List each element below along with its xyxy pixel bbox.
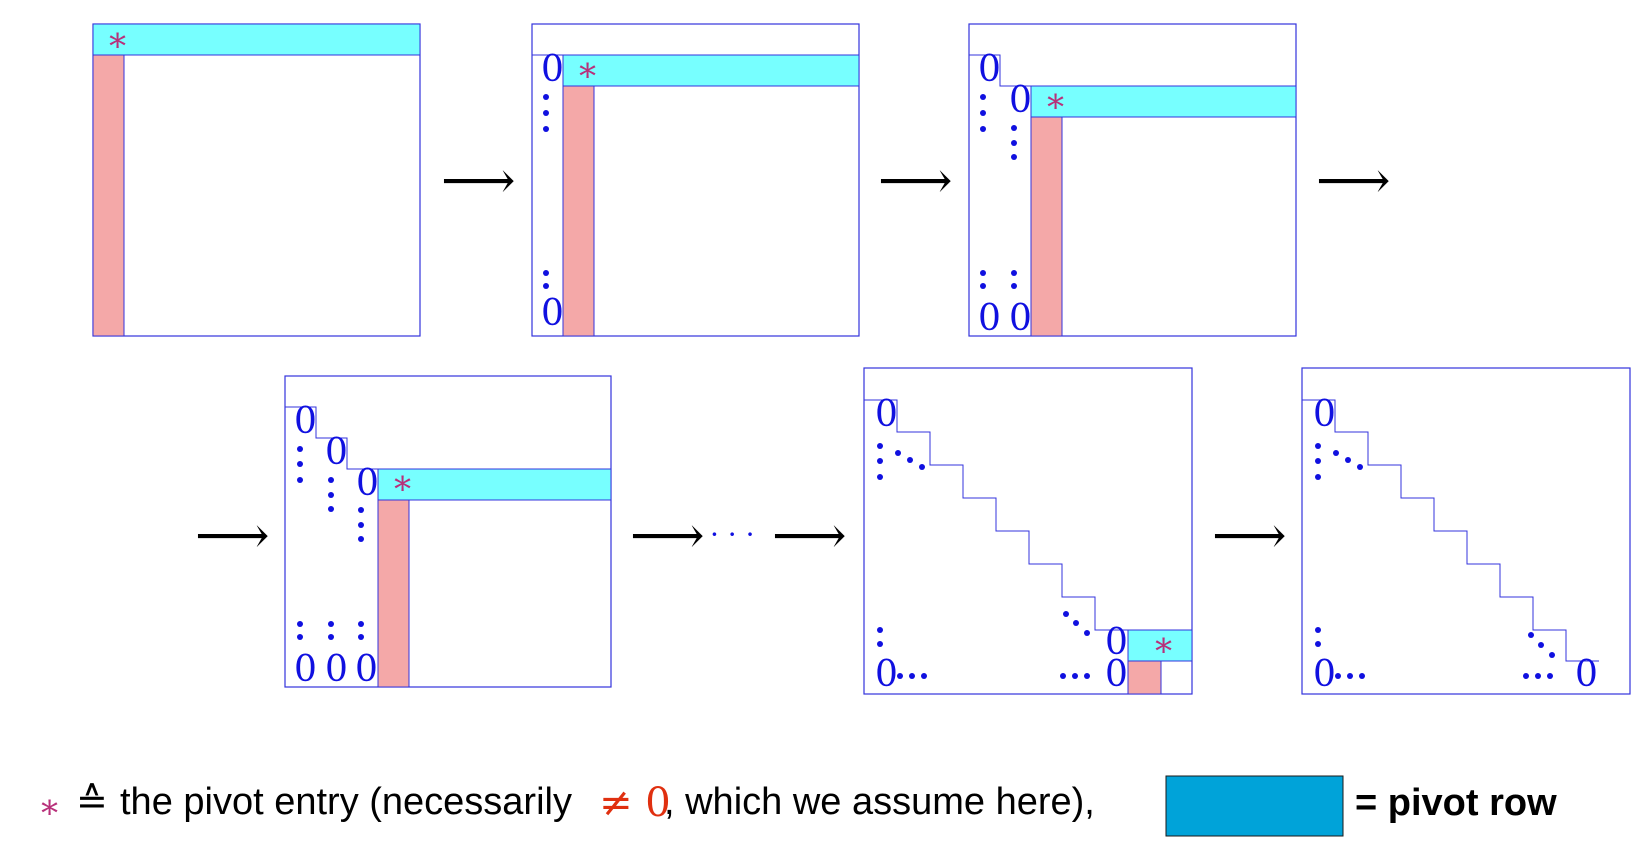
zero-entry: 0 bbox=[1009, 298, 1032, 339]
legend-ne-zero: ≠ 0 bbox=[599, 780, 671, 826]
pivot-entry-star: ∗ bbox=[391, 463, 414, 503]
pivot-column-band bbox=[1127, 660, 1162, 695]
staircase bbox=[1302, 399, 1599, 662]
pivot-column-band bbox=[1030, 116, 1063, 337]
matrix-step-1: ∗ bbox=[92, 20, 421, 337]
ddots bbox=[877, 443, 1090, 647]
staircase bbox=[285, 406, 378, 470]
zero-entry: 0 bbox=[1313, 394, 1336, 435]
matrix-frame bbox=[284, 375, 612, 688]
hdots-bottom bbox=[1335, 673, 1553, 679]
legend-star: ∗ bbox=[38, 787, 61, 827]
pivot-entry-star: ∗ bbox=[576, 50, 599, 90]
arrow-6: ⟶ bbox=[772, 506, 847, 566]
pivot-entry-star: ∗ bbox=[106, 20, 129, 60]
matrix-frame bbox=[531, 23, 860, 337]
zero-entry: 0 bbox=[875, 654, 898, 695]
zero-entry: 0 bbox=[294, 401, 317, 442]
hdots-bottom bbox=[897, 673, 1090, 679]
zero-entry: 0 bbox=[355, 649, 378, 690]
pivot-entry-star: ∗ bbox=[1152, 625, 1175, 665]
arrow-4: ⟶ bbox=[195, 506, 270, 566]
matrix-step-2: 0 0 ∗ bbox=[531, 23, 860, 337]
zero-entry: 0 bbox=[325, 649, 348, 690]
zero-entry: 0 bbox=[541, 293, 564, 334]
arrow-5: ⟶ bbox=[630, 506, 705, 566]
zero-entry: 0 bbox=[1105, 622, 1128, 663]
pivot-column-band bbox=[377, 499, 410, 688]
pivot-column-band bbox=[562, 85, 595, 337]
zero-entry: 0 bbox=[1575, 654, 1598, 695]
pivot-row-band bbox=[562, 54, 860, 87]
vdots bbox=[543, 94, 549, 289]
arrow-2: ⟶ bbox=[878, 151, 953, 211]
zero-entry: 0 bbox=[541, 49, 564, 90]
legend-corresponds-symbol: ≙ bbox=[76, 779, 108, 823]
zero-entry: 0 bbox=[978, 49, 1001, 90]
zero-entry: 0 bbox=[978, 298, 1001, 339]
vdots bbox=[297, 446, 364, 640]
legend-pivot-row-swatch bbox=[1165, 775, 1344, 837]
ddots bbox=[1315, 443, 1555, 658]
matrix-step-3: 0 0 0 0 ∗ bbox=[968, 23, 1297, 339]
pivot-row-band bbox=[1030, 85, 1297, 118]
pivot-entry-star: ∗ bbox=[1044, 81, 1067, 121]
zero-entry: 0 bbox=[1313, 654, 1336, 695]
zero-entry: 0 bbox=[1009, 80, 1032, 121]
zero-entry: 0 bbox=[356, 463, 379, 504]
pivot-row-band bbox=[92, 23, 421, 56]
pivot-column-band bbox=[92, 54, 125, 337]
vdots bbox=[980, 94, 1017, 289]
matrix-frame bbox=[863, 367, 1193, 695]
staircase bbox=[969, 54, 1031, 87]
matrix-step-4: 0 0 0 0 0 0 ∗ bbox=[284, 375, 612, 690]
matrix-frame bbox=[92, 23, 421, 337]
matrix-step-penultimate: 0 0 0 0 ∗ bbox=[863, 367, 1193, 695]
zero-entry: 0 bbox=[1105, 654, 1128, 695]
matrix-frame bbox=[968, 23, 1297, 337]
legend-swatch-label: = pivot row bbox=[1355, 782, 1557, 824]
legend-text-after: , which we assume here), bbox=[664, 781, 1095, 823]
pivot-row-band bbox=[377, 468, 612, 501]
ellipsis: · · · bbox=[710, 518, 755, 551]
zero-entry: 0 bbox=[875, 394, 898, 435]
zero-entry: 0 bbox=[325, 432, 348, 473]
legend: ∗ ≙ the pivot entry (necessarily ≠ 0 , w… bbox=[38, 775, 1557, 837]
legend-text-before: the pivot entry (necessarily bbox=[120, 781, 572, 823]
matrix-frame bbox=[1301, 367, 1631, 695]
zero-entry: 0 bbox=[294, 649, 317, 690]
arrow-3: ⟶ bbox=[1316, 151, 1391, 211]
pivot-row-band bbox=[1127, 629, 1193, 662]
matrix-step-final: 0 0 0 bbox=[1301, 367, 1631, 695]
arrow-1: ⟶ bbox=[441, 151, 516, 211]
arrow-7: ⟶ bbox=[1212, 506, 1287, 566]
staircase bbox=[864, 399, 1128, 631]
